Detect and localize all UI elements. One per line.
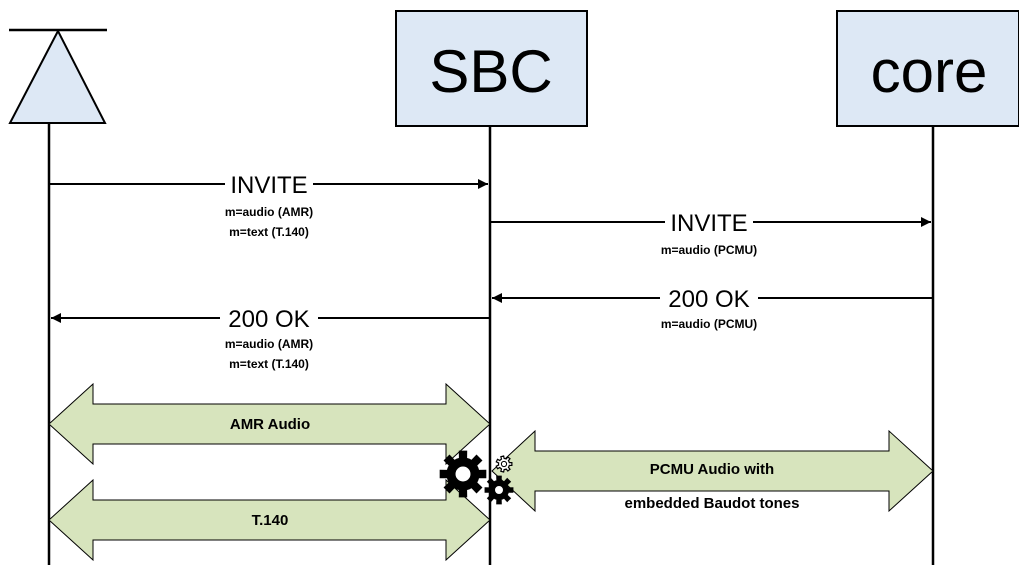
sbc-box: SBC — [395, 10, 588, 127]
core-label: core — [871, 38, 988, 105]
antenna-icon — [8, 28, 107, 124]
t140-stream: T.140 — [48, 478, 491, 562]
message-label: 200 OK — [228, 306, 309, 333]
gears-icon — [439, 450, 514, 505]
sdp-line: m=text (T.140) — [229, 225, 309, 239]
pcmu-label-line1: PCMU Audio with — [650, 461, 774, 478]
invite-sbc-to-core: INVITE m=audio (PCMU) — [490, 208, 931, 257]
sdp-line: m=audio (AMR) — [225, 205, 313, 219]
sdp-line: m=audio (PCMU) — [661, 243, 757, 257]
sdp-line: m=audio (PCMU) — [661, 317, 757, 331]
message-label: 200 OK — [668, 286, 749, 313]
pcmu-label-line2: embedded Baudot tones — [624, 495, 799, 512]
sdp-line: m=text (T.140) — [229, 357, 309, 371]
t140-label: T.140 — [252, 512, 289, 529]
ok-sbc-to-ue: 200 OK m=audio (AMR) m=text (T.140) — [51, 304, 490, 371]
pcmu-audio-stream: PCMU Audio with embedded Baudot tones — [491, 429, 934, 513]
amr-audio-stream: AMR Audio — [48, 382, 491, 466]
core-box: core — [836, 10, 1019, 127]
sbc-label: SBC — [429, 38, 552, 105]
ok-core-to-sbc: 200 OK m=audio (PCMU) — [492, 284, 933, 331]
invite-ue-to-sbc: INVITE m=audio (AMR) m=text (T.140) — [49, 170, 488, 239]
message-label: INVITE — [670, 210, 747, 237]
amr-audio-label: AMR Audio — [230, 416, 310, 433]
sdp-line: m=audio (AMR) — [225, 337, 313, 351]
message-label: INVITE — [230, 172, 307, 199]
